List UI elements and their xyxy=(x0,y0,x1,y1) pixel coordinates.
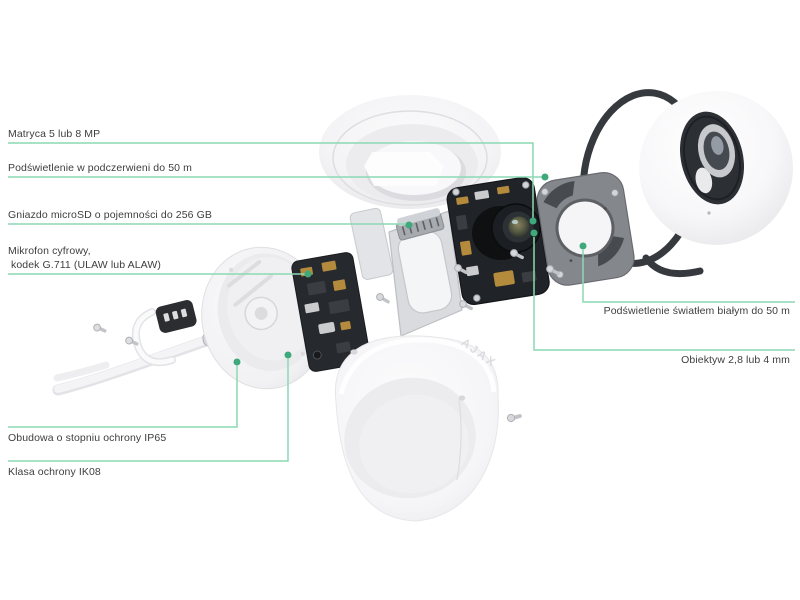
microsd-connector xyxy=(395,208,445,241)
label-mikrofon: Mikrofon cyfrowy, kodek G.711 (ULAW lub … xyxy=(8,244,161,272)
cable-assembly xyxy=(52,300,231,396)
leader-dot-obiektyw xyxy=(530,229,538,237)
leader-line-matryca xyxy=(8,142,534,218)
screw xyxy=(125,336,139,346)
label-klasa: Klasa ochrony IK08 xyxy=(8,466,101,478)
housing-hole xyxy=(350,349,358,355)
leader-dot-obudowa xyxy=(233,358,241,366)
label-podswietlenie-ir: Podświetlenie w podczerwieni do 50 m xyxy=(8,162,192,174)
leader-dot-mikrofon xyxy=(304,270,312,278)
mic-hole xyxy=(707,211,711,215)
lens-glass xyxy=(508,216,530,238)
label-mikrofon-line1: Mikrofon cyfrowy, xyxy=(8,245,91,257)
label-obudowa: Obudowa o stopniu ochrony IP65 xyxy=(8,432,167,444)
main-board xyxy=(291,252,371,372)
leader-dot-matryca xyxy=(529,217,537,225)
microphone xyxy=(312,350,322,360)
housing-hole xyxy=(458,395,466,401)
usb-connector xyxy=(318,321,336,334)
metal-bracket xyxy=(349,207,463,337)
label-mikrofon-line2: kodek G.711 (ULAW lub ALAW) xyxy=(11,259,161,271)
leader-dots xyxy=(233,173,587,366)
power-connector xyxy=(155,300,197,333)
label-matryca: Matryca 5 lub 8 MP xyxy=(8,128,101,140)
camera-module-pcb xyxy=(446,176,550,306)
label-white-light: Podświetlenie światłem białym do 50 m xyxy=(603,305,790,317)
leader-dot-klasa xyxy=(284,351,292,359)
leader-dot-ir xyxy=(541,173,549,181)
loose-screws xyxy=(376,249,560,423)
eyeball-module xyxy=(639,91,793,245)
leader-line-obiektyw xyxy=(533,237,795,351)
lens-barrel xyxy=(472,203,541,260)
leader-lines xyxy=(8,142,795,462)
leader-dot-microsd xyxy=(405,221,413,229)
label-microsd: Gniazdo microSD o pojemności do 256 GB xyxy=(8,209,212,221)
leader-line-white-light xyxy=(582,250,795,303)
housing-cup: AJAX xyxy=(334,335,499,522)
board-aperture xyxy=(555,198,615,258)
leader-dot-white-light xyxy=(579,242,587,250)
ir-board xyxy=(536,172,635,286)
leader-line-klasa xyxy=(8,359,289,462)
leader-line-obudowa xyxy=(8,366,238,428)
label-obiektyw: Obiektyw 2,8 lub 4 mm xyxy=(681,354,790,366)
sensor-window xyxy=(695,167,713,194)
screw xyxy=(93,323,107,333)
